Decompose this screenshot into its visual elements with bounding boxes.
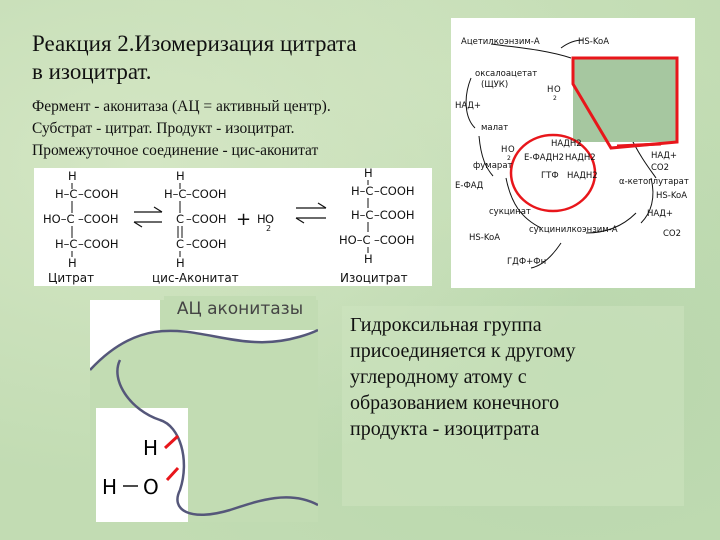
label-oxaloacetate: оксалоацетат xyxy=(475,69,537,79)
cis-h-top: H xyxy=(176,169,185,183)
isocitrate-label: Изоцитрат xyxy=(340,271,408,285)
atom-o: O xyxy=(143,475,159,499)
label-nad-2: НАД+ xyxy=(647,209,673,219)
label-nadh2-1: НАДН2 xyxy=(551,139,582,149)
citrate-hoc: HO–C xyxy=(43,212,74,226)
cis-c-2: C xyxy=(176,212,184,226)
reaction-scheme-panel: H H–C –COOH HO–C –COOH H–C –COOH H Цитра… xyxy=(34,166,432,286)
krebs-cycle-panel: Ацетилкоэнзим-А HS-KoA оксалоацетат (ЩУК… xyxy=(451,18,695,288)
krebs-cycle-diagram: Ацетилкоэнзим-А HS-KoA оксалоацетат (ЩУК… xyxy=(455,37,689,269)
description-text: Гидроксильная группа присоединяется к др… xyxy=(342,306,684,506)
description-line-4: образованием конечного xyxy=(350,392,560,414)
enzyme-label: АЦ аконитазы xyxy=(164,296,316,322)
label-h2o-top-o: O xyxy=(554,85,561,95)
iso-cooh-3: –COOH xyxy=(374,233,415,247)
title-line-1: Реакция 2.Изомеризация цитрата xyxy=(32,31,357,56)
description-line-3: углеродному атому с xyxy=(350,366,527,388)
label-gdf: ГДФ+Фн xyxy=(507,257,546,267)
enzyme-line: Фермент - аконитаза (АЦ = активный центр… xyxy=(32,98,331,115)
citrate-cooh-1: –COOH xyxy=(78,187,119,201)
highlight-circle xyxy=(509,133,597,213)
iso-hc-1: H–C xyxy=(351,184,373,198)
cis-h-bottom: H xyxy=(176,256,185,270)
label-succinyl-coa: сукцинилкоэнзим-А xyxy=(529,225,618,235)
iso-cooh-2: –COOH xyxy=(374,208,415,222)
label-gtf: ГТФ xyxy=(541,171,559,181)
citrate-hc-3: H–C xyxy=(55,237,77,251)
citrate-label: Цитрат xyxy=(48,271,94,285)
label-oxaloacetate-abbr: (ЩУК) xyxy=(481,80,508,90)
reaction-scheme: H H–C –COOH HO–C –COOH H–C –COOH H Цитра… xyxy=(43,166,415,285)
label-co2-1: CO2 xyxy=(651,163,669,173)
slide-text: Фермент - аконитаза (АЦ = активный центр… xyxy=(32,96,331,162)
enzyme-contour xyxy=(116,359,319,517)
cis-cooh-3: –COOH xyxy=(186,237,227,251)
label-fumarate: фумарат xyxy=(473,161,513,171)
intermediate-line: Промежуточное соединение - цис-аконитат xyxy=(32,142,319,159)
label-hs-coa-left: HS-KoA xyxy=(469,233,500,243)
label-h2o-mid-2: 2 xyxy=(507,155,511,162)
iso-hoc: HO–C xyxy=(339,233,370,247)
cis-hc-1: H–C xyxy=(164,187,186,201)
cycle-image-region xyxy=(573,58,677,142)
label-succinate: сукцинат xyxy=(489,207,531,217)
equilibrium-arrows-1 xyxy=(133,206,163,228)
plus-sign: + xyxy=(236,209,251,230)
label-acetyl-coa: Ацетилкоэнзим-А xyxy=(461,37,540,47)
citrate-h-top: H xyxy=(68,169,77,183)
atom-h-upper: H xyxy=(143,436,158,460)
cis-cooh-1: –COOH xyxy=(186,187,227,201)
label-nadh2-3: НАДН2 xyxy=(567,171,598,181)
iso-hc-2: H–C xyxy=(351,208,373,222)
citrate-h-bottom: H xyxy=(68,256,77,270)
iso-h-top: H xyxy=(364,168,373,180)
cis-aconitate-label: цис-Аконитат xyxy=(152,271,239,285)
label-hs-coa-right: HS-KoA xyxy=(656,191,687,201)
description-line-5: продукта - изоцитрата xyxy=(350,418,540,440)
cis-aconitate-structure: H H–C –COOH C –COOH C –COOH H цис-Аконит… xyxy=(152,169,239,285)
label-e-fad: Е-ФАД xyxy=(455,181,484,191)
citrate-cooh-2: –COOH xyxy=(78,212,119,226)
label-h2o-mid-o: O xyxy=(508,145,515,155)
water-subscript: 2 xyxy=(266,224,271,233)
description-line-2: присоединяется к другому xyxy=(350,340,576,362)
iso-cooh-1: –COOH xyxy=(374,184,415,198)
label-h2o-top-h: H xyxy=(547,85,553,95)
title-line-2: в изоцитрат. xyxy=(32,59,152,84)
enzyme-illustration: H H O xyxy=(89,300,319,522)
enzyme-active-site: H H O xyxy=(89,300,319,522)
label-co2-2: CO2 xyxy=(663,229,681,239)
label-nad-left: НАД+ xyxy=(455,101,481,111)
equilibrium-arrows-2 xyxy=(295,202,327,224)
cis-cooh-2: –COOH xyxy=(186,212,227,226)
iso-h-bottom: H xyxy=(364,252,373,266)
substrate-product-line: Субстрат - цитрат. Продукт - изоцитрат. xyxy=(32,120,295,137)
citrate-cooh-3: –COOH xyxy=(78,237,119,251)
slide-title: Реакция 2.Изомеризация цитрата в изоцитр… xyxy=(32,30,357,86)
atom-h-lower: H xyxy=(102,475,117,499)
isocitrate-structure: H H–C –COOH H–C –COOH HO–C –COOH H Изоци… xyxy=(339,166,415,285)
citrate-structure: H H–C –COOH HO–C –COOH H–C –COOH H Цитра… xyxy=(43,169,119,285)
label-nadh2-2: НАДН2 xyxy=(565,153,596,163)
label-malate: малат xyxy=(481,123,508,133)
citrate-hc-1: H–C xyxy=(55,187,77,201)
label-e-fadh2: Е-ФАДН2 xyxy=(524,153,564,163)
label-hs-coa-top: HS-KoA xyxy=(578,37,609,47)
label-alpha-kg: α-кетоглутарат xyxy=(619,177,689,187)
cycle-arrows xyxy=(465,39,657,269)
cis-c-3: C xyxy=(176,237,184,251)
water-o: O xyxy=(265,212,274,226)
label-nad-right: НАД+ xyxy=(651,151,677,161)
description-line-1: Гидроксильная группа xyxy=(350,314,542,336)
water-h: H xyxy=(257,212,266,226)
label-h2o-mid-h: H xyxy=(501,145,507,155)
label-h2o-top-2: 2 xyxy=(553,95,557,102)
